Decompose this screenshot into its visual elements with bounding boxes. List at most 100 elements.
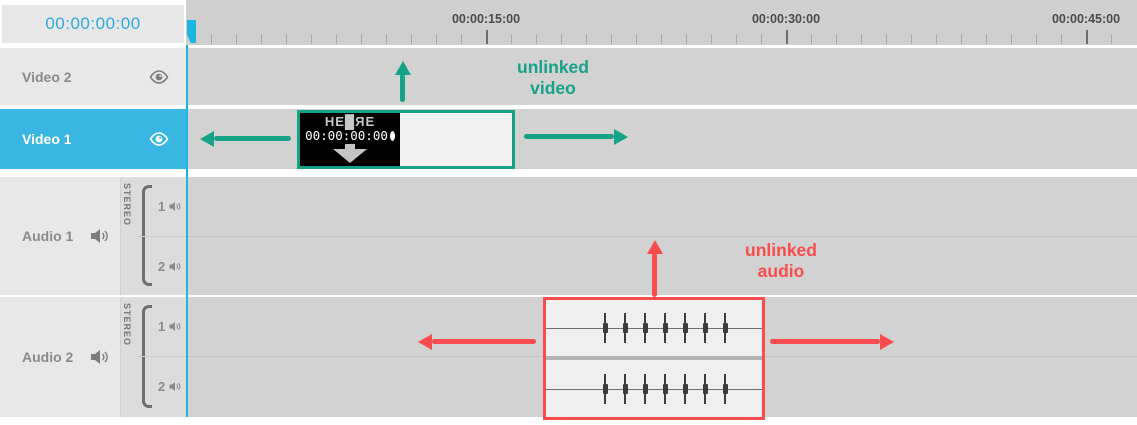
note-line: unlinked	[517, 57, 589, 77]
ruler-tick-minor	[386, 34, 387, 44]
channel-divider	[186, 236, 1137, 237]
slate-oval	[389, 131, 395, 141]
lane-video-2[interactable]	[186, 48, 1137, 105]
track-header-video-2[interactable]: Video 2	[0, 48, 186, 105]
video-clip[interactable]: HE█ЯE 00:00:00:00	[297, 110, 515, 169]
ruler-tick-minor	[761, 34, 762, 44]
waveform-spike	[664, 373, 666, 404]
ruler-tick-minor	[211, 34, 212, 44]
track-label: Video 2	[22, 68, 72, 85]
stereo-label: STEREO	[122, 183, 132, 227]
waveform-spike	[704, 313, 706, 343]
ruler-tick-minor	[336, 34, 337, 44]
track-header-audio-1[interactable]: Audio 1	[0, 177, 120, 295]
track-header-video-1[interactable]: Video 1	[0, 109, 186, 169]
channel-number: 1	[158, 318, 166, 334]
channel-number: 2	[158, 378, 166, 394]
waveform-spike	[724, 313, 726, 343]
left-arrow-annotation-audio	[432, 339, 536, 344]
ruler-tick-minor	[836, 34, 837, 44]
ruler-tick-minor	[261, 34, 262, 44]
ruler-tick-minor	[536, 34, 537, 44]
ruler-tick-minor	[586, 34, 587, 44]
ruler-label-30s: 00:00:30:00	[751, 12, 821, 26]
timeline-ruler[interactable]: 00:00:15:00 00:00:30:00 00:00:45:00	[186, 0, 1137, 45]
ruler-tick-minor	[961, 34, 962, 44]
unlinked-video-note: unlinked video	[517, 57, 589, 99]
ruler-tick-minor	[436, 34, 437, 44]
speaker-icon[interactable]	[90, 228, 109, 244]
waveform-spike	[684, 313, 686, 343]
note-line: video	[530, 78, 576, 98]
ruler-tick-minor	[1036, 34, 1037, 44]
unlinked-audio-note: unlinked audio	[745, 240, 817, 282]
down-arrow-icon	[345, 144, 355, 149]
waveform-spike	[664, 313, 666, 343]
ruler-label-45s: 00:00:45:00	[1051, 12, 1121, 26]
stereo-bracket	[142, 185, 152, 286]
ruler-tick-minor	[1111, 34, 1112, 44]
ruler-tick-minor	[636, 34, 637, 44]
slate-title: HE█ЯE	[324, 114, 376, 129]
up-arrow-annotation-audio	[652, 253, 657, 297]
track-header-audio-2[interactable]: Audio 2	[0, 297, 120, 417]
lane-audio-1[interactable]	[186, 177, 1137, 295]
ruler-tick-minor	[511, 34, 512, 44]
waveform-spike	[604, 313, 606, 343]
channel-2-control[interactable]: 2	[158, 254, 181, 278]
ruler-tick-major	[786, 30, 788, 44]
note-line: unlinked	[745, 240, 817, 260]
speaker-small-icon[interactable]	[169, 201, 181, 212]
right-arrow-annotation-audio	[770, 339, 880, 344]
ruler-tick-minor	[361, 34, 362, 44]
speaker-small-icon[interactable]	[169, 321, 181, 332]
waveform-spike	[624, 373, 626, 404]
ruler-tick-minor	[611, 34, 612, 44]
channel-divider	[137, 356, 186, 357]
speaker-small-icon[interactable]	[169, 261, 181, 272]
eye-icon[interactable]	[148, 69, 170, 85]
waveform-spike	[684, 373, 686, 404]
channel-split	[546, 356, 762, 360]
timecode-value: 00:00:00:00	[45, 14, 141, 33]
playhead-marker[interactable]	[187, 20, 196, 43]
ruler-tick-minor	[911, 34, 912, 44]
channel-2-control[interactable]: 2	[158, 374, 181, 398]
ruler-tick-minor	[811, 34, 812, 44]
waveform-spike	[644, 373, 646, 404]
ruler-tick-minor	[886, 34, 887, 44]
speaker-icon[interactable]	[90, 349, 109, 365]
waveform-spike	[644, 313, 646, 343]
channel-1-control[interactable]: 1	[158, 314, 181, 338]
audio-clip[interactable]	[543, 297, 765, 420]
channel-1-control[interactable]: 1	[158, 194, 181, 218]
channel-number: 1	[158, 198, 166, 214]
waveform-spike	[724, 373, 726, 404]
channel-divider	[137, 236, 186, 237]
speaker-small-icon[interactable]	[169, 381, 181, 392]
slate-thumbnail: HE█ЯE 00:00:00:00	[300, 113, 400, 166]
right-arrow-annotation-video	[524, 134, 614, 139]
ruler-tick-minor	[1011, 34, 1012, 44]
stereo-label: STEREO	[122, 303, 132, 347]
track-label: Audio 2	[22, 349, 74, 365]
ruler-tick-major	[1086, 30, 1088, 44]
slate-timecode: 00:00:00:00	[305, 128, 388, 143]
waveform-spike	[604, 373, 606, 404]
waveform-spike	[624, 313, 626, 343]
eye-icon[interactable]	[148, 131, 170, 147]
down-arrow-icon	[333, 149, 367, 163]
ruler-tick-minor	[661, 34, 662, 44]
up-arrow-annotation-video	[400, 74, 405, 102]
ruler-tick-minor	[411, 34, 412, 44]
track-label: Video 1	[22, 131, 72, 147]
note-line: audio	[757, 261, 805, 281]
track-label: Audio 1	[22, 228, 74, 244]
ruler-tick-minor	[686, 34, 687, 44]
waveform-channel-1	[546, 300, 762, 356]
ruler-tick-major	[486, 30, 488, 44]
timecode-display[interactable]: 00:00:00:00	[2, 5, 184, 43]
ruler-tick-minor	[736, 34, 737, 44]
playhead-line	[186, 45, 188, 417]
ruler-tick-minor	[286, 34, 287, 44]
